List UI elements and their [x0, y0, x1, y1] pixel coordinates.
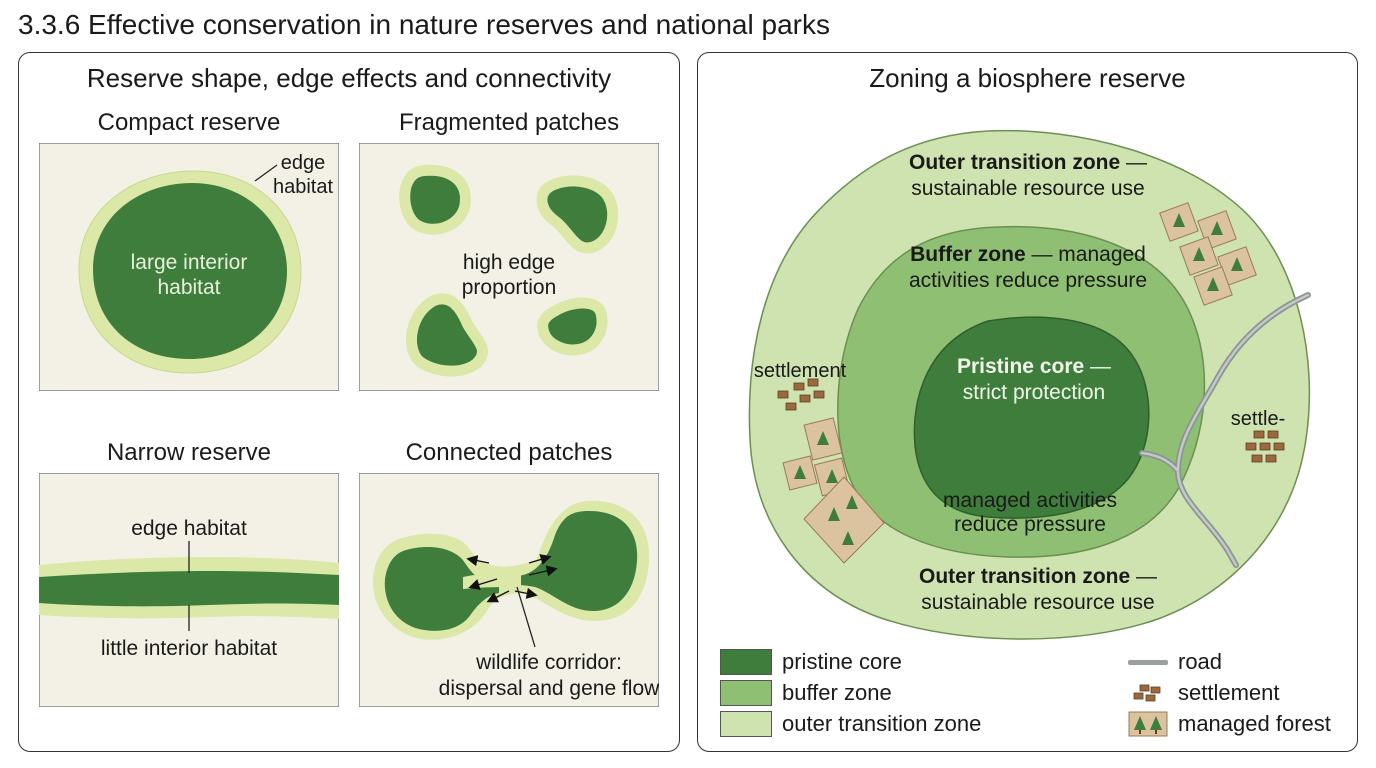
- compact-edge-label-2: habitat: [273, 176, 333, 198]
- legend-label-road: road: [1178, 649, 1223, 674]
- narrow-edge-label: edge habitat: [131, 517, 247, 540]
- buffer-top-label-line2: activities reduce pressure: [909, 269, 1147, 292]
- fragmented-label-1: high edge: [463, 251, 555, 274]
- page-title: 3.3.6 Effective conservation in nature r…: [18, 9, 830, 40]
- buffer-bottom-label-line2: reduce pressure: [954, 513, 1106, 536]
- legend-item-road: road: [1128, 649, 1222, 675]
- compact-interior-label-1: large interior: [131, 251, 248, 274]
- narrow-interior-label: little interior habitat: [101, 637, 277, 660]
- legend-label-settlement: settlement: [1178, 680, 1280, 705]
- outer-top-label-line1: Outer transition zone —: [909, 151, 1147, 174]
- corridor-label-1: wildlife corridor:: [475, 651, 622, 674]
- narrow-interior-habitat: [39, 571, 339, 607]
- outer-bottom-label-line2: sustainable resource use: [921, 591, 1154, 614]
- patch-top-right: [536, 175, 619, 254]
- biosphere-zoning-panel: Zoning a biosphere reserve: [697, 52, 1358, 752]
- fragmented-patches-title: Fragmented patches: [398, 109, 620, 136]
- settlement-icon: [1133, 684, 1161, 702]
- patch-top-left: [399, 164, 471, 235]
- map-legend: pristine core buffer zone outer transiti…: [720, 649, 1340, 745]
- connected-patches-title: Connected patches: [405, 439, 613, 466]
- buffer-bottom-label-line1: managed activities: [943, 489, 1117, 512]
- settlement-left-label: settlement: [754, 360, 847, 382]
- fragmented-label-2: proportion: [462, 276, 557, 299]
- legend-item-buffer-zone: buffer zone: [720, 680, 892, 706]
- panel-title-right: Zoning a biosphere reserve: [869, 63, 1186, 93]
- legend-item-managed-forest: managed forest: [1128, 711, 1331, 737]
- connected-right-patch: [515, 511, 638, 611]
- outer-bottom-label-line1: Outer transition zone —: [919, 565, 1157, 588]
- narrow-reserve-title: Narrow reserve: [106, 439, 272, 466]
- compact-interior-label-2: habitat: [157, 276, 220, 299]
- road-icon: [1128, 659, 1168, 665]
- compact-reserve-diagram: edge habitat large interior habitat: [39, 143, 339, 391]
- biosphere-map: Outer transition zone — sustainable reso…: [748, 129, 1311, 640]
- connected-patches-diagram: wildlife corridor: dispersal and gene fl…: [359, 473, 659, 707]
- compact-reserve-title: Compact reserve: [97, 109, 281, 136]
- pristine-core-zone: [913, 316, 1150, 519]
- legend-item-pristine-core: pristine core: [720, 649, 902, 675]
- legend-label-managed-forest: managed forest: [1178, 711, 1331, 736]
- buffer-top-label-line1: Buffer zone — managed: [910, 243, 1146, 266]
- legend-label-outer: outer transition zone: [782, 711, 982, 736]
- legend-item-outer-zone: outer transition zone: [720, 711, 981, 737]
- core-label-line2: strict protection: [963, 381, 1105, 404]
- patch-bottom-left: [406, 293, 488, 377]
- settlement-right-label: settle-: [1231, 408, 1285, 430]
- corridor-label-2: dispersal and gene flow: [439, 677, 659, 700]
- compact-edge-label-1: edge: [281, 152, 326, 174]
- legend-swatch-buffer: [720, 680, 772, 706]
- legend-label-core: pristine core: [782, 649, 902, 674]
- reserve-shape-panel: Reserve shape, edge effects and connecti…: [18, 52, 680, 752]
- settlement-right-cluster: [1245, 430, 1285, 463]
- legend-item-settlement: settlement: [1128, 680, 1280, 706]
- legend-label-buffer: buffer zone: [782, 680, 892, 705]
- compact-interior-habitat: [93, 183, 287, 359]
- forest-plots-top-right: [1159, 202, 1257, 306]
- core-label-line1: Pristine core —: [957, 355, 1111, 378]
- legend-swatch-core: [720, 649, 772, 675]
- connected-left-patch: [384, 547, 499, 631]
- panel-title-left: Reserve shape, edge effects and connecti…: [86, 63, 612, 93]
- settlement-left-cluster: [777, 378, 825, 411]
- forest-plots-bottom-left: [782, 417, 885, 564]
- fragmented-patches-diagram: high edge proportion: [359, 143, 659, 391]
- outer-top-label-line2: sustainable resource use: [911, 177, 1144, 200]
- legend-swatch-outer: [720, 711, 772, 737]
- managed-forest-icon: [1128, 711, 1168, 737]
- patch-bottom-right: [537, 297, 608, 356]
- narrow-reserve-diagram: edge habitat little interior habitat: [39, 473, 339, 707]
